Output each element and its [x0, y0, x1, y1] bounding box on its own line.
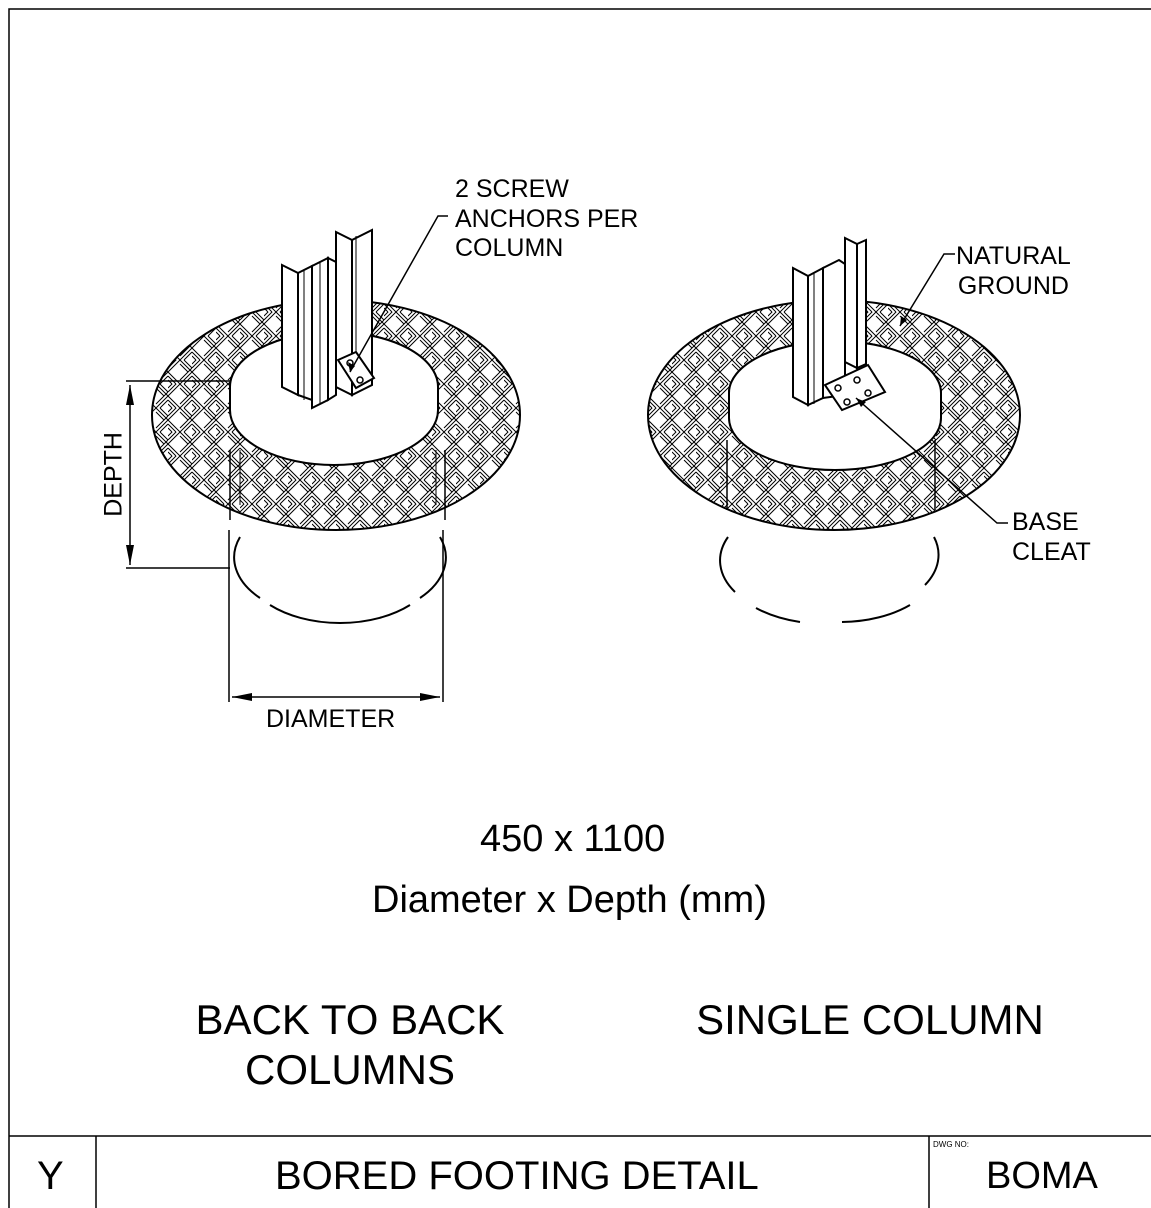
spec-units-line: Diameter x Depth (mm)	[372, 879, 767, 921]
caption-back-to-back: BACK TO BACK COLUMNS	[170, 995, 530, 1096]
left-footing-assembly	[126, 215, 522, 702]
callout-base-cleat-line2: CLEAT	[1012, 537, 1091, 566]
sheet-border	[8, 8, 1151, 1208]
base-cleat-right	[823, 363, 887, 412]
leader-screw-anchors	[349, 215, 448, 373]
diameter-label: DIAMETER	[266, 705, 396, 733]
dwg-no-label: DWG NO:	[933, 1140, 969, 1149]
callout-natural-ground-line2: GROUND	[957, 271, 1069, 300]
callout-natural-ground: NATURAL GROUND	[956, 242, 1071, 301]
callout-base-cleat-line1: BASE	[1012, 508, 1079, 536]
caption-back-to-back-line2: COLUMNS	[244, 1046, 456, 1094]
callout-screw-anchors-line2: ANCHORS PER	[455, 204, 639, 233]
callout-natural-ground-line1: NATURAL	[956, 242, 1071, 270]
right-footing-assembly	[646, 236, 1022, 623]
concrete-body-left	[229, 387, 439, 466]
bore-bottom-right	[719, 536, 940, 623]
spec-size: 450 x 1100	[480, 818, 666, 860]
column-right	[792, 236, 867, 407]
caption-back-to-back-line1: BACK TO BACK	[195, 996, 505, 1043]
column-left-front	[281, 256, 337, 410]
leader-natural-ground	[899, 253, 955, 327]
drawing-title: BORED FOOTING DETAIL	[275, 1154, 759, 1198]
callout-screw-anchors-line1: 2 SCREW	[455, 175, 569, 203]
concrete-body-right	[728, 393, 942, 471]
title-block-lines	[9, 1135, 1151, 1208]
callout-base-cleat: BASE CLEAT	[1012, 508, 1091, 567]
dwg-no-value: BOMA	[986, 1155, 1098, 1197]
revision-letter: Y	[37, 1154, 64, 1198]
leader-base-cleat	[855, 397, 1008, 524]
depth-label: DEPTH	[99, 432, 128, 517]
bore-bottom-left	[233, 536, 447, 624]
callout-screw-anchors-line3: COLUMN	[455, 234, 564, 262]
caption-single-column: SINGLE COLUMN	[696, 996, 1044, 1043]
callout-screw-anchors: 2 SCREW ANCHORS PER COLUMN	[455, 175, 638, 264]
